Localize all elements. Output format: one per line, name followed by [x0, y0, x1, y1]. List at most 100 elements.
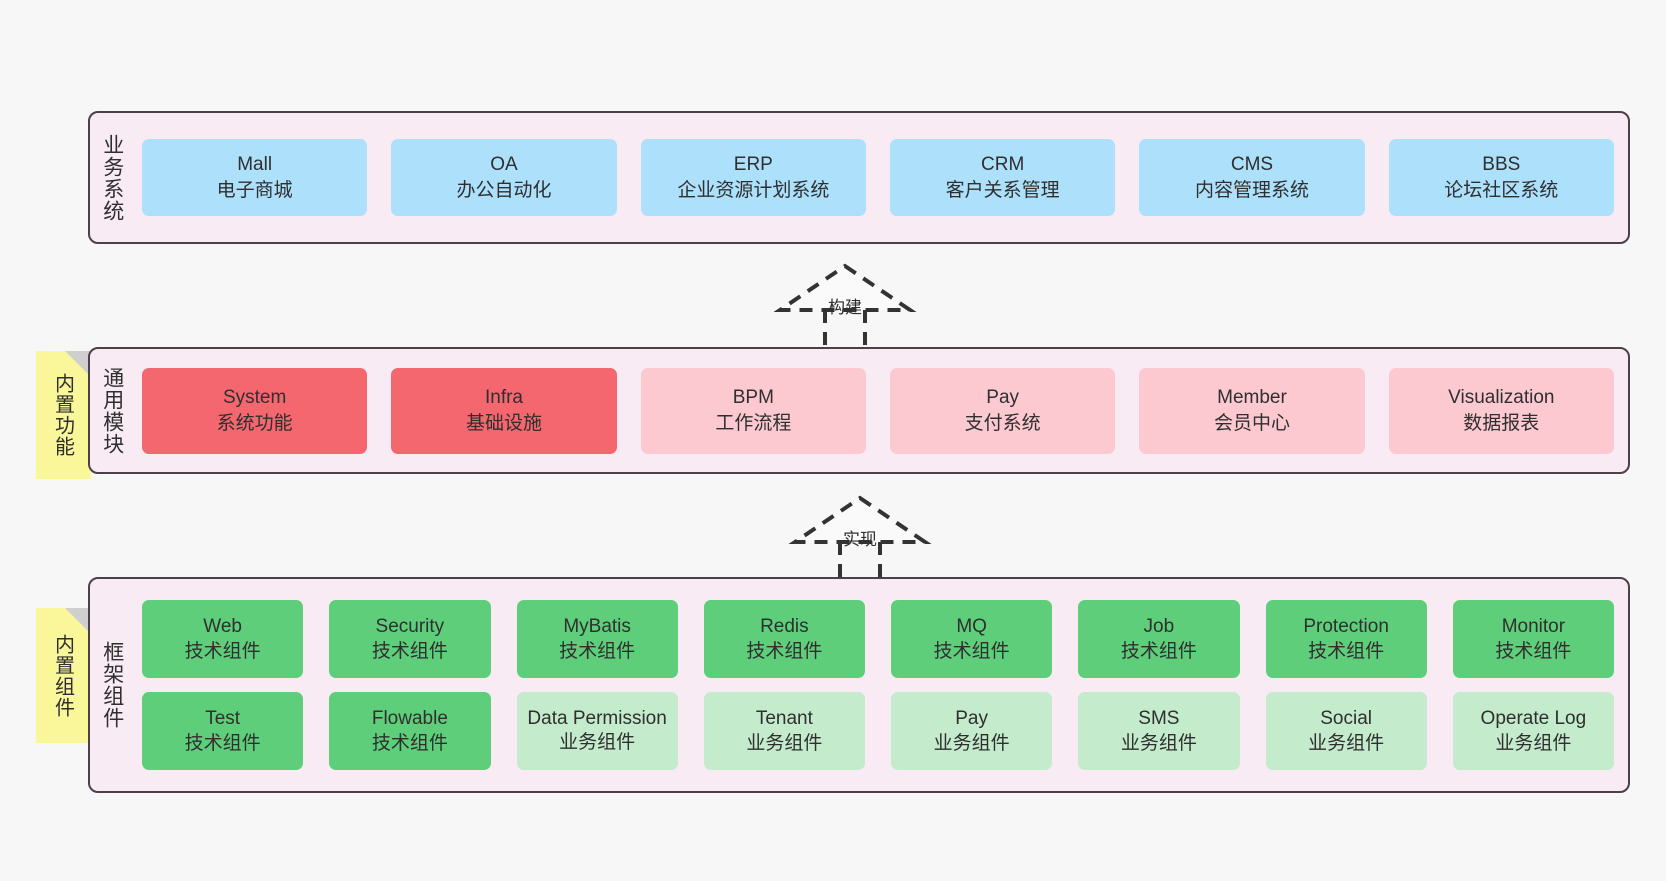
card-tenant[interactable]: Tenant 业务组件	[703, 692, 865, 770]
card-security-desc: 技术组件	[371, 640, 448, 662]
card-member-desc: 会员中心	[1213, 411, 1290, 434]
card-flowable[interactable]: Flowable 技术组件	[329, 692, 491, 770]
common-modules-row: System 系统功能 Infra 基础设施 BPM 工作流程 Pay 支付系统…	[142, 367, 1614, 454]
card-test-desc: 技术组件	[184, 732, 261, 754]
card-protection-desc: 技术组件	[1308, 640, 1385, 662]
card-pay-component[interactable]: Pay 业务组件	[891, 692, 1053, 770]
card-bpm-name: BPM	[732, 387, 774, 409]
card-oa-desc: 办公自动化	[456, 178, 552, 201]
card-flowable-desc: 技术组件	[371, 732, 448, 754]
card-social-desc: 业务组件	[1308, 732, 1385, 754]
note-builtin-features-label: 内置功能	[51, 373, 76, 457]
card-sms-name: SMS	[1138, 707, 1180, 729]
note-builtin-components: 内置组件	[36, 608, 91, 743]
layer-framework-components-title: 框架组件	[100, 641, 125, 729]
card-erp-name: ERP	[733, 154, 773, 176]
card-crm[interactable]: CRM 客户关系管理	[889, 139, 1116, 216]
card-test-name: Test	[205, 707, 241, 729]
card-cms[interactable]: CMS 内容管理系统	[1139, 139, 1365, 216]
layer-common-modules: 通用模块 System 系统功能 Infra 基础设施 BPM 工作流程 Pay…	[88, 347, 1630, 474]
card-mq-desc: 技术组件	[933, 640, 1010, 662]
layer-business-systems-body: Mall 电子商城 OA 办公自动化 ERP 企业资源计划系统 CRM 客户关系…	[134, 113, 1628, 242]
card-flowable-name: Flowable	[371, 707, 448, 729]
card-pay-module[interactable]: Pay 支付系统	[889, 367, 1116, 454]
card-bbs-desc: 论坛社区系统	[1444, 178, 1559, 201]
card-pay-component-name: Pay	[955, 707, 988, 729]
card-erp[interactable]: ERP 企业资源计划系统	[640, 139, 866, 216]
card-pay-component-desc: 业务组件	[933, 732, 1010, 754]
card-job-name: Job	[1143, 615, 1175, 637]
card-data-permission-name: Data Permission	[527, 707, 667, 729]
connector-implement-label: 实现	[843, 530, 877, 550]
card-web-desc: 技术组件	[184, 640, 261, 662]
note-fold-corner-icon	[65, 351, 91, 377]
card-social[interactable]: Social 业务组件	[1265, 692, 1427, 770]
card-redis-desc: 技术组件	[746, 640, 823, 662]
card-bpm[interactable]: BPM 工作流程	[640, 367, 866, 454]
card-erp-desc: 企业资源计划系统	[677, 178, 830, 201]
card-web-name: Web	[203, 615, 242, 637]
card-tenant-name: Tenant	[755, 707, 813, 729]
card-data-permission[interactable]: Data Permission 业务组件	[516, 692, 678, 770]
card-job[interactable]: Job 技术组件	[1078, 600, 1240, 678]
layer-business-systems: 业务系统 Mall 电子商城 OA 办公自动化 ERP 企业资源计划系统 CRM…	[88, 111, 1630, 244]
card-bbs-name: BBS	[1482, 154, 1521, 176]
card-oa-name: OA	[490, 154, 518, 176]
card-infra[interactable]: Infra 基础设施	[391, 367, 617, 454]
card-protection-name: Protection	[1303, 615, 1389, 637]
connector-implement: 实现	[775, 490, 945, 590]
card-member[interactable]: Member 会员中心	[1139, 367, 1365, 454]
card-web[interactable]: Web 技术组件	[142, 600, 304, 678]
card-infra-desc: 基础设施	[465, 411, 542, 434]
card-security-name: Security	[375, 615, 445, 637]
note-builtin-features: 内置功能	[36, 351, 91, 479]
card-bpm-desc: 工作流程	[715, 411, 792, 434]
card-mall-desc: 电子商城	[216, 178, 293, 201]
layer-framework-components: 框架组件 Web 技术组件 Security 技术组件 MyBatis 技术组件…	[88, 577, 1630, 793]
card-operate-log-desc: 业务组件	[1495, 732, 1572, 754]
card-member-name: Member	[1217, 387, 1287, 409]
card-bbs[interactable]: BBS 论坛社区系统	[1388, 139, 1614, 216]
card-crm-desc: 客户关系管理	[945, 178, 1060, 201]
card-mybatis[interactable]: MyBatis 技术组件	[516, 600, 678, 678]
card-tenant-desc: 业务组件	[746, 732, 823, 754]
card-mybatis-name: MyBatis	[563, 615, 631, 637]
card-oa[interactable]: OA 办公自动化	[391, 139, 617, 216]
card-security[interactable]: Security 技术组件	[329, 600, 491, 678]
framework-tech-row: Web 技术组件 Security 技术组件 MyBatis 技术组件 Redi…	[142, 600, 1614, 678]
business-systems-row: Mall 电子商城 OA 办公自动化 ERP 企业资源计划系统 CRM 客户关系…	[142, 139, 1614, 216]
card-sms[interactable]: SMS 业务组件	[1078, 692, 1240, 770]
card-sms-desc: 业务组件	[1120, 732, 1197, 754]
card-crm-name: CRM	[981, 154, 1025, 176]
card-mq[interactable]: MQ 技术组件	[891, 600, 1053, 678]
card-test[interactable]: Test 技术组件	[142, 692, 304, 770]
card-data-permission-desc: 业务组件	[559, 730, 636, 753]
card-mq-name: MQ	[956, 615, 987, 637]
connector-build: 构建	[760, 258, 930, 358]
card-monitor-desc: 技术组件	[1495, 640, 1572, 662]
card-cms-desc: 内容管理系统	[1194, 178, 1309, 201]
card-pay-module-name: Pay	[986, 387, 1020, 409]
card-redis[interactable]: Redis 技术组件	[703, 600, 865, 678]
card-monitor[interactable]: Monitor 技术组件	[1452, 600, 1614, 678]
card-operate-log[interactable]: Operate Log 业务组件	[1452, 692, 1614, 770]
card-mall-name: Mall	[237, 154, 273, 176]
card-mybatis-desc: 技术组件	[559, 640, 636, 662]
card-monitor-name: Monitor	[1501, 615, 1566, 637]
card-infra-name: Infra	[484, 387, 523, 409]
note-fold-corner-icon	[65, 608, 91, 634]
card-visualization[interactable]: Visualization 数据报表	[1388, 367, 1614, 454]
card-system[interactable]: System 系统功能	[142, 367, 368, 454]
card-visualization-desc: 数据报表	[1463, 411, 1540, 434]
card-protection[interactable]: Protection 技术组件	[1265, 600, 1427, 678]
connector-build-label: 构建	[828, 298, 862, 318]
card-social-name: Social	[1320, 707, 1372, 729]
card-mall[interactable]: Mall 电子商城	[142, 139, 368, 216]
layer-common-modules-body: System 系统功能 Infra 基础设施 BPM 工作流程 Pay 支付系统…	[134, 349, 1628, 472]
layer-framework-components-body: Web 技术组件 Security 技术组件 MyBatis 技术组件 Redi…	[134, 579, 1628, 791]
framework-business-row: Test 技术组件 Flowable 技术组件 Data Permission …	[142, 692, 1614, 770]
layer-common-modules-title: 通用模块	[100, 366, 125, 455]
card-cms-name: CMS	[1230, 154, 1274, 176]
card-pay-module-desc: 支付系统	[964, 411, 1041, 434]
